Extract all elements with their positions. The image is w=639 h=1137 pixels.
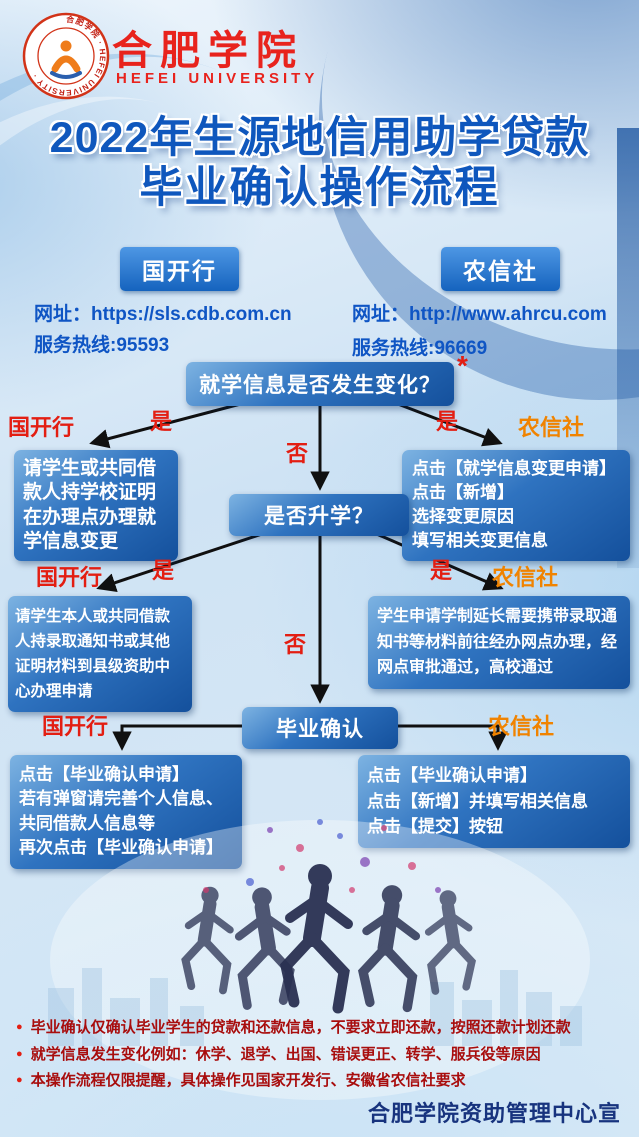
bank-badge-rcc: 农信社 [441,247,560,291]
cdb-step2-box: 请学生本人或共同借款人持录取通知书或其他证明材料到县级资助中心办理申请 [8,596,192,713]
cdb-branch-label: 国开行 [42,714,109,739]
footnote-text: 本操作流程仅限提醒，具体操作见国家开发行、安徽省农信社要求 [30,1072,466,1089]
rcc-branch-label: 农信社 [488,714,555,739]
flow-final-confirmation: 毕业确认 [242,707,398,749]
footnote-item: ● 就学信息发生变化例如：休学、退学、出国、错误更正、转学、服兵役等原因 [16,1045,628,1065]
branch-yes-label: 是 [436,409,459,434]
branch-yes-label: 是 [150,409,173,434]
flow-question-further-study: 是否升学？ [229,494,409,536]
poster-title-line2: 毕业确认操作流程 [139,163,500,212]
cdb-step3-box: 点击【毕业确认申请】若有弹窗请完善个人信息、共同借款人信息等再次点击【毕业确认申… [10,755,242,869]
poster-title-line1: 2022年生源地信用助学贷款 [49,114,590,162]
asterisk-mark: * [457,350,468,381]
branch-yes-label: 是 [152,558,175,583]
cdb-branch-label: 国开行 [8,415,75,440]
university-seal-icon: 合肥学院 · HEFEI UNIVERSITY · [22,12,110,100]
cdb-website-link[interactable]: 网址：https://sls.cdb.com.cn [34,304,292,325]
university-name-en: HEFEI UNIVERSITY [116,70,319,87]
bullet-icon: ● [16,1047,23,1060]
rcc-step1-box: 点击【就学信息变更申请】点击【新增】选择变更原因填写相关变更信息 [402,450,630,561]
cdb-branch-label: 国开行 [36,565,103,590]
footnote-text: 就学信息发生变化例如：休学、退学、出国、错误更正、转学、服兵役等原因 [30,1045,541,1063]
university-seal: 合肥学院 · HEFEI UNIVERSITY · [22,12,110,100]
branch-yes-label: 是 [430,558,453,583]
university-name-cn: 合肥学院 [112,28,304,73]
footnotes: ● 毕业确认仅确认毕业学生的贷款和还款信息，不要求立即还款，按照还款计划还款 ●… [16,1018,628,1098]
rcc-hotline: 服务热线:96669 [352,338,488,359]
cdb-hotline: 服务热线:95593 [34,335,170,356]
rcc-step3-box: 点击【毕业确认申请】点击【新增】并填写相关信息点击【提交】按钮 [358,755,630,848]
footnote-item: ● 本操作流程仅限提醒，具体操作见国家开发行、安徽省农信社要求 [16,1071,628,1091]
bullet-icon: ● [16,1074,23,1086]
flow-question-info-change: 就学信息是否发生变化？ [186,362,454,406]
poster-title: 2022年生源地信用助学贷款 毕业确认操作流程 [0,114,639,214]
rcc-website-link[interactable]: 网址：http://www.ahrcu.com [352,304,607,325]
rcc-branch-label: 农信社 [492,565,559,590]
branch-no-label: 否 [284,632,307,657]
branch-no-label: 否 [286,441,309,466]
bank-badge-cdb: 国开行 [120,247,239,291]
footnote-text: 毕业确认仅确认毕业学生的贷款和还款信息，不要求立即还款，按照还款计划还款 [30,1019,571,1036]
cdb-step1-box: 请学生或共同借款人持学校证明在办理点办理就学信息变更 [14,450,178,562]
rcc-branch-label: 农信社 [518,415,585,440]
bullet-icon: ● [16,1021,23,1033]
publisher-credit: 合肥学院资助管理中心宣 [367,1101,621,1126]
rcc-step2-box: 学生申请学制延长需要携带录取通知书等材料前往经办网点办理，经网点审批通过，高校通… [368,596,630,689]
footnote-item: ● 毕业确认仅确认毕业学生的贷款和还款信息，不要求立即还款，按照还款计划还款 [16,1018,628,1038]
